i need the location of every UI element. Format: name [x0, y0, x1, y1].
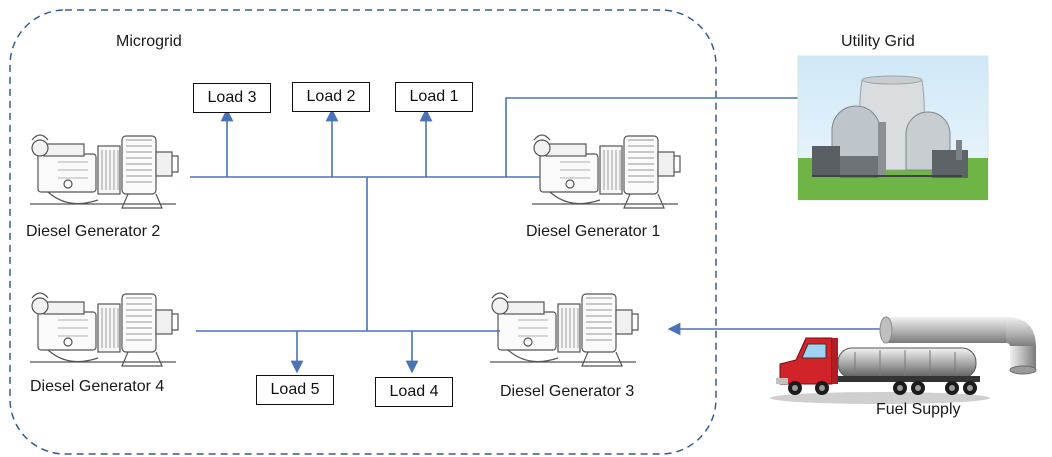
load-1-label: Load 1: [409, 88, 459, 105]
utility-grid-image: [797, 55, 989, 201]
generator-3-label: Diesel Generator 3: [500, 383, 635, 400]
load-4-label: Load 4: [389, 383, 439, 400]
load-3-label: Load 3: [207, 89, 257, 106]
load-5-label: Load 5: [270, 381, 320, 398]
load-1-box: Load 1: [395, 82, 473, 112]
generator-1-label: Diesel Generator 1: [526, 223, 661, 240]
fuel-truck: [770, 337, 990, 404]
fuel-supply-label: Fuel Supply: [876, 401, 961, 418]
load-2-box: Load 2: [292, 82, 370, 112]
microgrid-label: Microgrid: [116, 33, 182, 50]
load-4-box: Load 4: [375, 377, 453, 407]
generator-4-label: Diesel Generator 4: [30, 378, 165, 395]
utility-grid-label: Utility Grid: [841, 33, 915, 50]
fuel-pipe: [879, 316, 1037, 375]
generator-2-label: Diesel Generator 2: [26, 223, 161, 240]
load-5-box: Load 5: [256, 375, 334, 405]
load-3-box: Load 3: [193, 83, 271, 113]
load-2-label: Load 2: [306, 88, 356, 105]
